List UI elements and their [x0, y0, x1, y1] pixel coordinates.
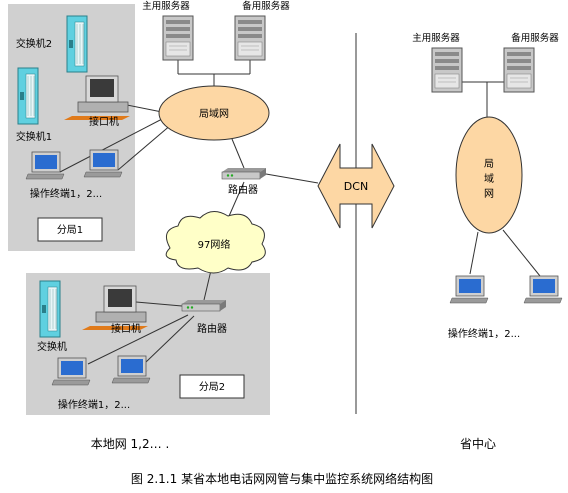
- local-lan-ellipse: [158, 85, 270, 141]
- local-lan-label: 局域网: [199, 107, 229, 120]
- router2-label: 路由器: [197, 322, 227, 335]
- branch2-box: [179, 374, 245, 399]
- router-label: 路由器: [228, 183, 258, 196]
- province-primary-server-label: 主用服务器: [412, 32, 460, 44]
- province-primary-server-icon: [431, 47, 463, 93]
- primary-server-icon: [162, 15, 194, 61]
- province-terminal2-icon: [523, 275, 563, 304]
- terminals-label: 操作终端1，2...: [30, 187, 102, 200]
- province-lan-char-3: 网: [484, 188, 494, 200]
- interface-machine2-label: 接口机: [111, 322, 141, 335]
- switch1-cabinet-icon: [17, 67, 39, 125]
- province-center-label: 省中心: [460, 436, 496, 451]
- province-lan-char-1: 局: [484, 158, 494, 170]
- province-backup-server-icon: [503, 47, 535, 93]
- branch2-label: 分局2: [199, 381, 225, 393]
- province-terminals-label: 操作终端1，2...: [448, 327, 520, 340]
- terminal4-icon: [111, 355, 151, 384]
- figure-caption: 图 2.1.1 某省本地电话网网管与集中监控系统网络结构图: [131, 471, 433, 486]
- dcn-label: DCN: [344, 180, 368, 193]
- net97-cloud: [165, 211, 266, 274]
- router2-icon: [181, 299, 227, 312]
- dcn-arrow: [317, 143, 395, 229]
- backup-server-label: 备用服务器: [242, 0, 290, 12]
- backup-server-icon: [234, 15, 266, 61]
- province-terminal1-icon: [449, 275, 489, 304]
- terminals2-label: 操作终端1，2...: [58, 398, 130, 411]
- net97-label: 97网络: [198, 238, 231, 251]
- province-lan-ellipse: [455, 116, 523, 234]
- interface-machine-label: 接口机: [89, 115, 119, 128]
- switch2-label: 交换机2: [16, 37, 52, 50]
- province-lan-char-2: 域: [484, 172, 494, 185]
- terminal3-icon: [51, 357, 91, 386]
- terminal2-icon: [83, 149, 123, 178]
- branch1-label: 分局1: [57, 224, 83, 236]
- province-backup-server-label: 备用服务器: [511, 32, 559, 44]
- terminal1-icon: [25, 151, 65, 180]
- switch-label: 交换机: [37, 340, 67, 353]
- switch-cabinet-icon: [39, 280, 61, 338]
- router-icon: [221, 167, 267, 180]
- primary-server-label: 主用服务器: [142, 0, 190, 12]
- branch1-box: [37, 217, 103, 242]
- local-network-label: 本地网 1,2… .: [91, 437, 170, 451]
- switch2-cabinet-icon: [66, 15, 88, 73]
- switch1-label: 交换机1: [16, 130, 52, 143]
